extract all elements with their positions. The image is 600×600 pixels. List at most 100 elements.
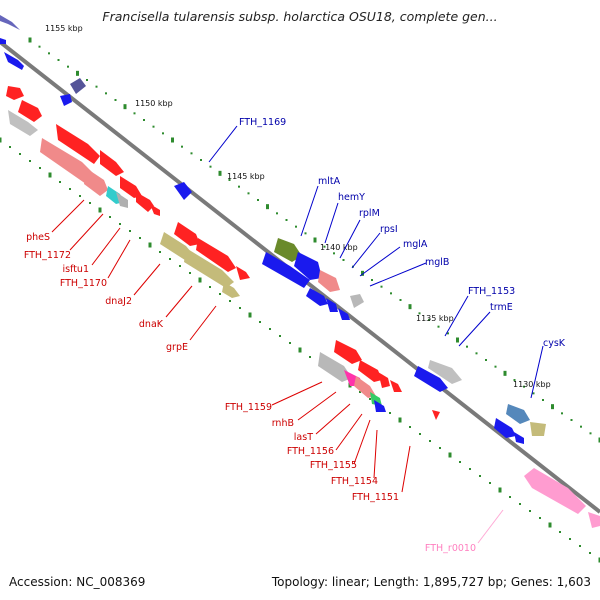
scale-dot <box>313 237 317 243</box>
scale-dot <box>447 332 449 335</box>
gene-label[interactable]: FTH_r0010 <box>425 543 476 554</box>
gene-feature[interactable] <box>116 192 128 208</box>
gene-feature[interactable] <box>184 248 234 288</box>
gene-feature[interactable] <box>432 410 440 420</box>
gene-feature[interactable] <box>8 110 38 136</box>
scale-dot <box>479 475 481 477</box>
gene-feature[interactable] <box>514 432 524 444</box>
scale-label: 1135 kbp <box>416 314 454 323</box>
gene-feature[interactable] <box>350 294 364 308</box>
gene-feature[interactable] <box>414 366 448 392</box>
gene-feature[interactable] <box>136 192 154 212</box>
scale-dot <box>494 365 497 368</box>
gene-label[interactable]: FTH_1159 <box>225 402 272 413</box>
gene-feature[interactable] <box>4 52 24 70</box>
gene-feature[interactable] <box>150 204 160 216</box>
gene-feature[interactable] <box>196 238 236 272</box>
gene-label[interactable]: hemY <box>338 192 365 203</box>
gene-feature[interactable] <box>174 182 192 200</box>
gene-label[interactable]: FTH_1153 <box>468 286 515 297</box>
gene-feature[interactable] <box>530 422 546 436</box>
scale-dot <box>559 531 561 533</box>
gene-label[interactable]: FTH_1156 <box>287 446 334 457</box>
scale-dot <box>239 307 241 309</box>
gene-label[interactable]: isftu1 <box>62 264 89 275</box>
gene-feature[interactable] <box>6 86 24 100</box>
scale-dot <box>439 447 441 449</box>
gene-label[interactable]: mltA <box>318 176 341 187</box>
gene-feature[interactable] <box>318 352 352 382</box>
gene-feature[interactable] <box>358 360 382 382</box>
gene-label[interactable]: grpE <box>166 342 188 353</box>
gene-feature[interactable] <box>306 288 328 306</box>
gene-feature[interactable] <box>70 78 86 94</box>
scale-dot <box>309 356 311 358</box>
gene-feature[interactable] <box>100 150 124 176</box>
gene-feature[interactable] <box>374 400 386 412</box>
gene-feature[interactable] <box>84 168 108 196</box>
gene-label[interactable]: dnaJ2 <box>105 296 132 307</box>
gene-feature[interactable] <box>0 38 6 44</box>
scale-dot <box>259 321 261 323</box>
scale-dot <box>76 70 79 76</box>
scale-dot <box>79 195 81 197</box>
gene-feature[interactable] <box>524 468 586 514</box>
gene-label[interactable]: mglA <box>403 239 428 250</box>
gene-feature[interactable] <box>390 380 402 392</box>
gene-feature[interactable] <box>222 282 240 298</box>
scale-dot <box>380 285 383 288</box>
scale-dot <box>539 517 541 519</box>
scale-dot <box>323 245 326 248</box>
gene-label[interactable]: mglB <box>425 257 449 268</box>
gene-label[interactable]: FTH_1169 <box>239 117 286 128</box>
gene-label[interactable]: FTH_1154 <box>331 476 378 487</box>
gene-feature[interactable] <box>56 124 100 164</box>
scale-dot <box>169 258 171 260</box>
gene-feature[interactable] <box>174 222 200 246</box>
gene-label[interactable]: trmE <box>490 302 513 313</box>
scale-dot <box>123 104 127 110</box>
gene-feature[interactable] <box>40 138 96 184</box>
gene-feature[interactable] <box>588 512 600 528</box>
scale-dot <box>228 179 231 181</box>
gene-label[interactable]: rplM <box>359 208 380 219</box>
gene-feature[interactable] <box>370 392 382 406</box>
gene-feature[interactable] <box>274 238 302 262</box>
gene-feature[interactable] <box>428 360 462 384</box>
leader-lines-blue <box>208 125 544 399</box>
gene-feature[interactable] <box>326 298 338 312</box>
gene-label[interactable]: rnhB <box>272 418 294 429</box>
gene-feature[interactable] <box>18 100 42 122</box>
scale-dot <box>86 79 88 81</box>
gene-feature[interactable] <box>334 340 362 364</box>
gene-label[interactable]: FTH_1155 <box>310 460 357 471</box>
scale-dot <box>289 342 291 344</box>
gene-feature[interactable] <box>0 15 20 30</box>
gene-label[interactable]: FTH_1170 <box>60 278 107 289</box>
scale-dot <box>598 437 600 443</box>
gene-feature[interactable] <box>318 270 340 292</box>
gene-label[interactable]: pheS <box>26 232 50 243</box>
scale-dot <box>371 279 373 281</box>
gene-feature[interactable] <box>506 404 530 424</box>
gene-feature[interactable] <box>494 418 516 438</box>
gene-feature[interactable] <box>236 266 250 280</box>
scale-dot <box>456 337 459 343</box>
gene-feature[interactable] <box>378 372 390 388</box>
gene-label[interactable]: FTH_1151 <box>352 492 399 503</box>
gene-label[interactable]: cysK <box>543 338 566 349</box>
gene-feature[interactable] <box>60 94 72 106</box>
scale-dot <box>276 212 278 215</box>
gene-label[interactable]: FTH_1172 <box>24 250 71 261</box>
gene-label[interactable]: lasT <box>294 432 313 443</box>
scale-dot <box>399 299 402 301</box>
gene-feature[interactable] <box>262 252 310 288</box>
gene-label[interactable]: dnaK <box>139 319 164 330</box>
scale-dot <box>129 230 131 232</box>
gene-feature[interactable] <box>338 308 350 320</box>
scale-dot <box>419 433 421 435</box>
scale-dot <box>529 510 531 512</box>
gene-feature[interactable] <box>294 252 322 280</box>
gene-label[interactable]: rpsI <box>380 224 398 235</box>
